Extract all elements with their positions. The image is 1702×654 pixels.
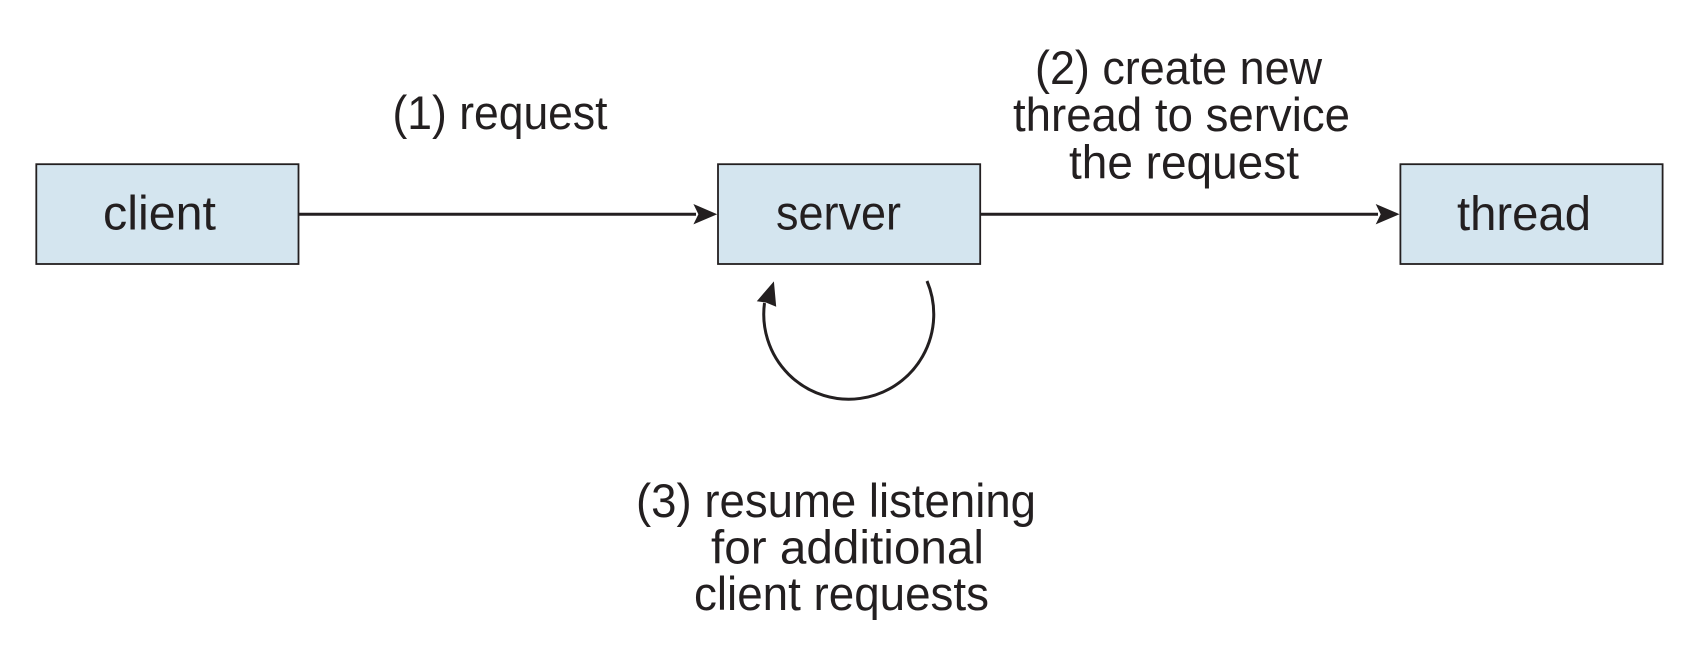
svg-text:the request: the request (1069, 136, 1299, 189)
svg-text:(3) resume listening: (3) resume listening (636, 474, 1036, 527)
svg-text:(1) request: (1) request (393, 86, 608, 139)
svg-text:client requests: client requests (694, 567, 989, 620)
svg-text:thread to service: thread to service (1013, 88, 1350, 141)
svg-text:server: server (776, 188, 901, 241)
svg-text:(2) create new: (2) create new (1035, 41, 1323, 94)
svg-text:for additional: for additional (711, 521, 984, 574)
svg-text:thread: thread (1457, 188, 1591, 241)
svg-text:client: client (103, 188, 216, 241)
